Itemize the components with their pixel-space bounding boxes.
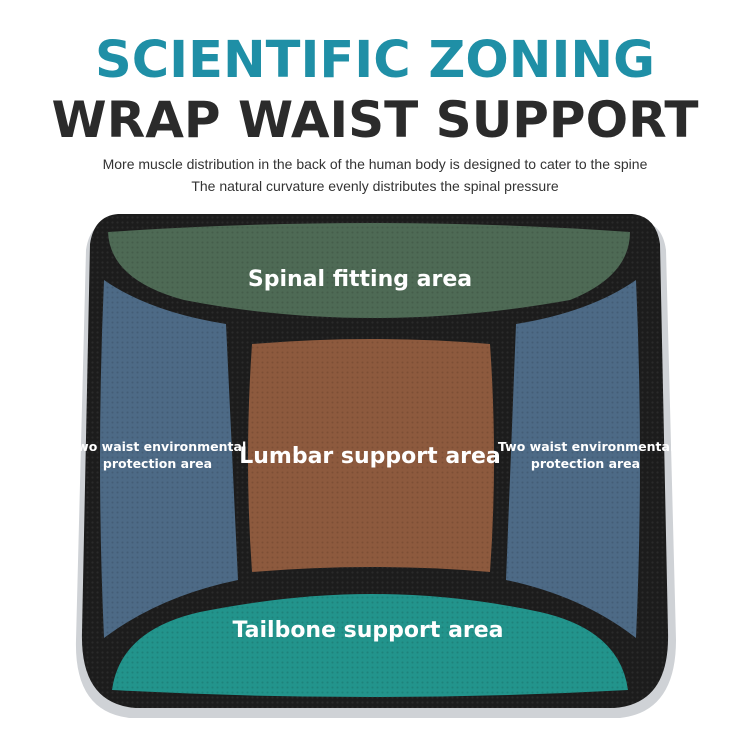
subtitle-line-1: More muscle distribution in the back of …: [102, 156, 648, 172]
left-side-zone-label: Two waist environmental protection area: [70, 438, 247, 472]
left-side-label-line-2: protection area: [102, 456, 213, 471]
tailbone-zone-label: Tailbone support area: [232, 618, 504, 643]
right-side-label-line-2: protection area: [530, 456, 641, 471]
lumbar-zone-label: Lumbar support area: [239, 444, 501, 469]
left-side-label-line-1: Two waist environmental: [70, 439, 247, 454]
subtitle-line-2: The natural curvature evenly distributes…: [191, 178, 559, 194]
spinal-zone-label: Spinal fitting area: [247, 267, 473, 292]
right-side-label-line-1: Two waist environmental: [498, 439, 675, 454]
headline-scientific-zoning: SCIENTIFIC ZONING: [95, 31, 655, 90]
headline-wrap-waist-support: WRAP WAIST SUPPORT: [51, 91, 699, 149]
right-side-zone-label: Two waist environmental protection area: [498, 438, 675, 472]
